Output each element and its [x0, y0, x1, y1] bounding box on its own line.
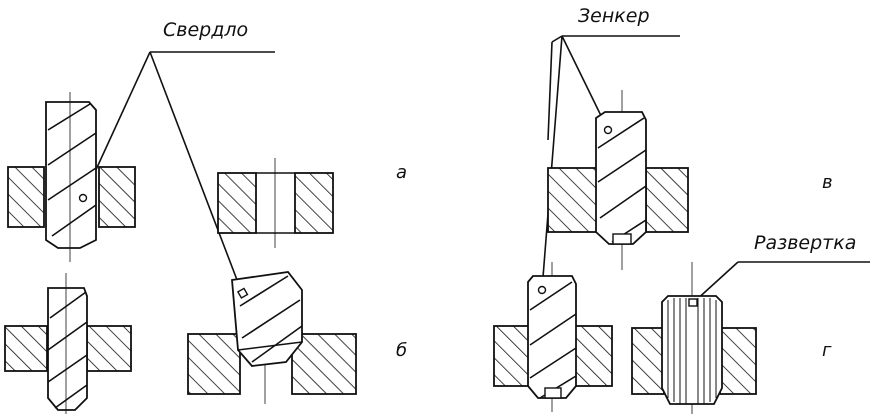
countersink-label: Зенкер — [578, 5, 650, 27]
drill-label: Свердло — [163, 19, 249, 41]
panel-label-g: г — [822, 340, 832, 361]
panel-b-drill — [4, 273, 132, 414]
reamer-leader — [693, 261, 870, 303]
panel-label-v: в — [822, 172, 833, 193]
panel-a-result — [217, 158, 334, 248]
panel-g-countersink — [493, 262, 613, 412]
panel-label-b: б — [396, 340, 408, 361]
reamer-label: Развертка — [754, 232, 857, 254]
panel-label-a: а — [396, 162, 408, 183]
panel-g-reaming — [631, 262, 757, 414]
panel-a-drilling — [7, 92, 136, 262]
panel-v-countersinking — [547, 90, 689, 270]
panel-b-tilted-drill — [187, 271, 357, 404]
countersink-leader — [541, 35, 680, 291]
